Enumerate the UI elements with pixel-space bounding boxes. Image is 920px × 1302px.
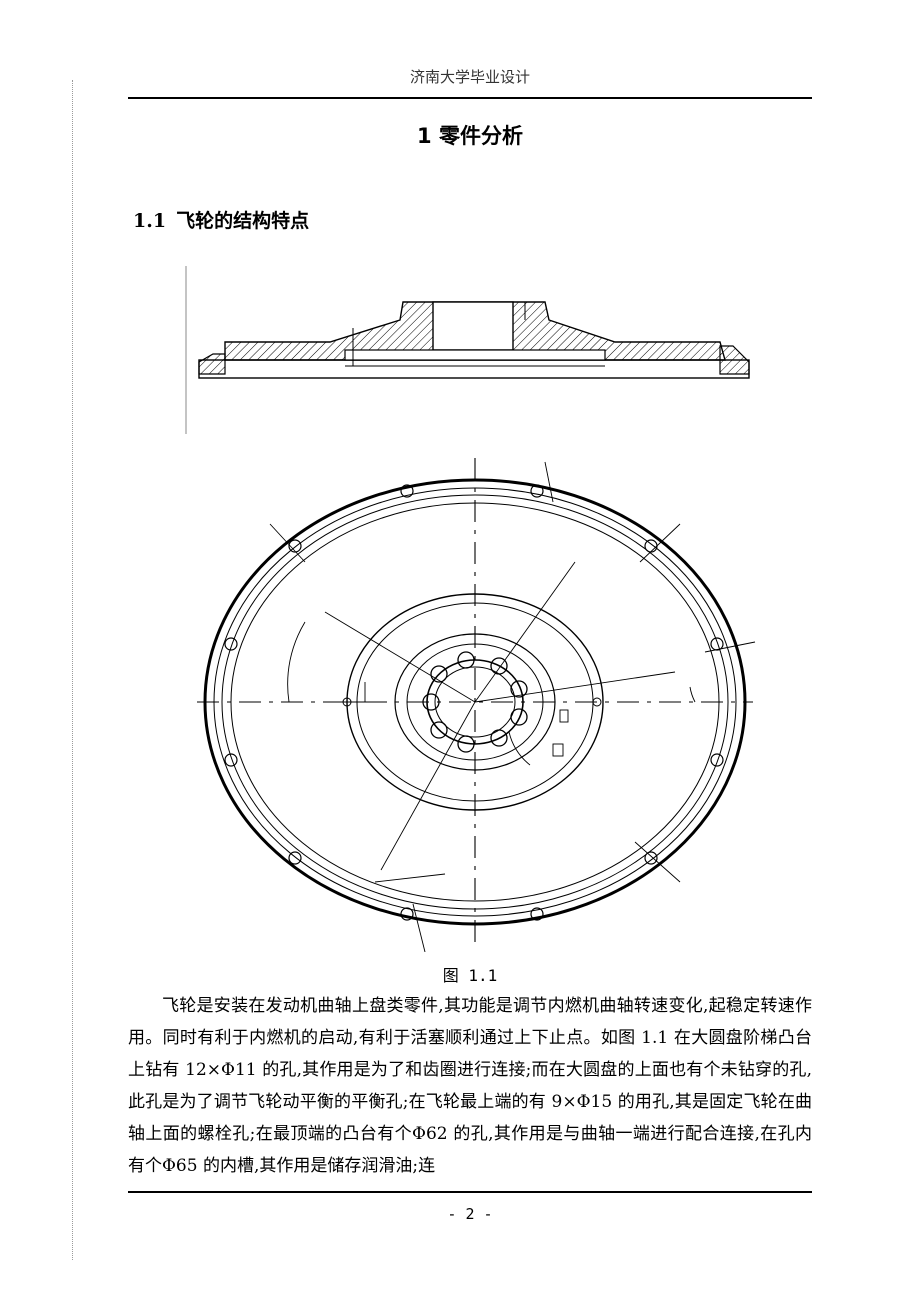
section-heading: 1.1 飞轮的结构特点	[133, 206, 309, 233]
chapter-title: 1 零件分析	[417, 124, 523, 148]
body-text: 飞轮是安装在发动机曲轴上盘类零件,其功能是调节内燃机曲轴转速变化,起稳定转速作用…	[128, 990, 812, 1182]
binding-margin-line	[72, 80, 73, 1260]
section-title-text: 飞轮的结构特点	[176, 210, 310, 232]
section-view	[185, 266, 750, 434]
page-number: - 2 -	[447, 1205, 493, 1223]
flywheel-drawing	[185, 262, 765, 952]
running-header: 济南大学毕业设计	[409, 68, 530, 86]
footer-rule	[128, 1191, 812, 1193]
plan-view	[197, 458, 756, 952]
section-number: 1.1	[133, 210, 167, 232]
header-rule	[128, 97, 812, 99]
figure-caption: 图 1.1	[442, 966, 498, 985]
body-paragraph: 飞轮是安装在发动机曲轴上盘类零件,其功能是调节内燃机曲轴转速变化,起稳定转速作用…	[128, 996, 812, 1176]
